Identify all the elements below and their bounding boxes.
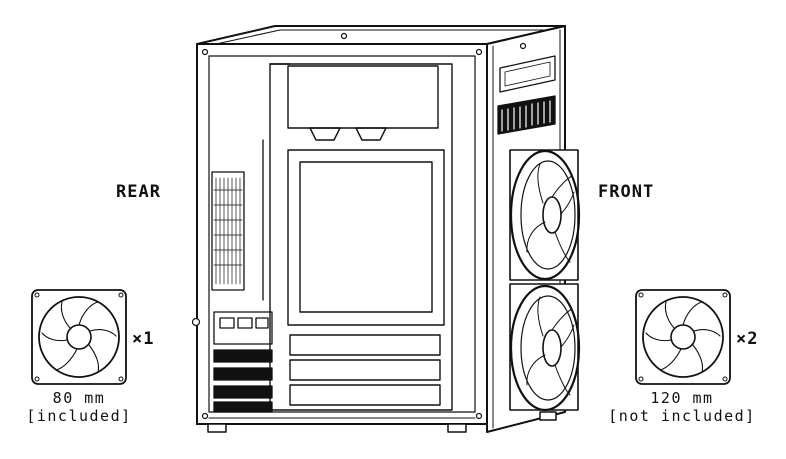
fan-120mm-icon [635, 289, 731, 385]
fan-120mm-note: [not included] [608, 407, 756, 425]
fan-80mm-caption: 80 mm [included] [4, 389, 154, 425]
fan-80mm-note: [included] [26, 407, 132, 425]
front-fan-1 [509, 149, 581, 281]
fan-80mm-count: ×1 [132, 329, 155, 349]
fan-120mm-caption: 120 mm [not included] [592, 389, 772, 425]
front-panel [497, 55, 556, 135]
motherboard-tray [269, 63, 453, 411]
fan-80mm-size: 80 mm [52, 389, 106, 407]
screws [191, 32, 527, 420]
fan-80mm-icon [31, 289, 127, 385]
case-feet [207, 411, 557, 433]
rear-io [211, 139, 273, 413]
front-label: FRONT [598, 182, 655, 202]
front-fan-2 [509, 283, 581, 412]
rear-label: REAR [116, 182, 161, 202]
fan-120mm-count: ×2 [736, 329, 759, 349]
fan-120mm-size: 120 mm [650, 389, 714, 407]
